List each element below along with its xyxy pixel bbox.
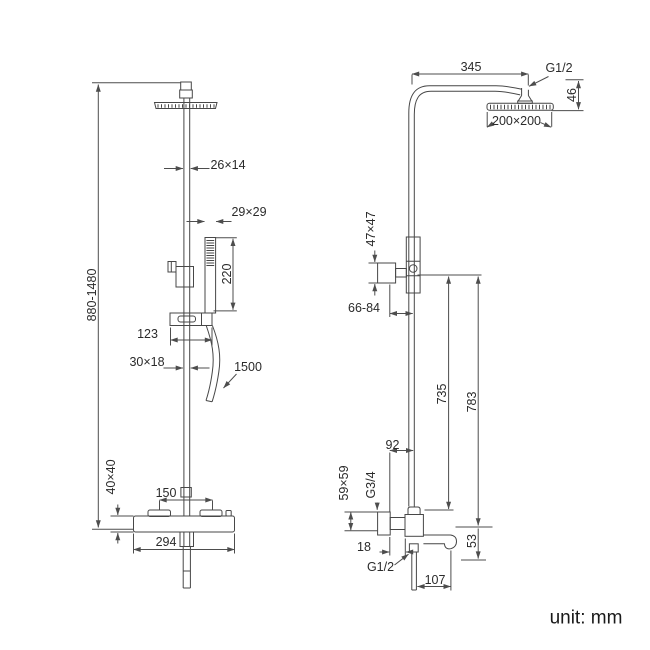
front-view-dimensions — [92, 82, 237, 554]
dim-height-range: 880-1480 — [84, 268, 99, 322]
dim-hose-length: 1500 — [234, 359, 262, 374]
dim-spout-connection: G1/2 — [366, 559, 395, 574]
dim-head-size: 200×200 — [491, 113, 542, 128]
dim-wall-clearance: 66-84 — [348, 300, 380, 315]
dim-handle-spacing: 150 — [155, 485, 177, 500]
side-view-dimensions — [344, 71, 584, 591]
dim-slide-bracket-width: 123 — [137, 326, 158, 341]
unit-note: unit: mm — [549, 607, 623, 629]
dim-inlet-connection: G3/4 — [363, 471, 378, 499]
dim-hand-shower-section: 29×29 — [231, 204, 267, 219]
dim-bracket-to-valve: 735 — [434, 383, 449, 405]
dim-arm-length: 345 — [460, 59, 482, 74]
dim-hand-shower-length: 220 — [219, 263, 234, 284]
dim-valve-body-section: 40×40 — [103, 459, 118, 495]
side-view-drawing — [377, 85, 554, 591]
dim-valve-width: 294 — [155, 534, 177, 549]
dim-head-to-spout: 783 — [464, 391, 479, 412]
dim-bracket-size: 47×47 — [363, 210, 378, 247]
dim-wall-to-pipe: 92 — [385, 437, 400, 452]
dim-top-connection: G1/2 — [545, 60, 573, 75]
dim-spout-drop: 53 — [464, 533, 479, 548]
dim-escutcheon-size: 59×59 — [336, 465, 351, 501]
dim-spout-length: 107 — [424, 572, 446, 587]
dim-lower-pipe-section: 30×18 — [129, 354, 165, 369]
front-view-drawing — [133, 81, 235, 589]
dim-upper-pipe-section: 26×14 — [210, 157, 246, 172]
dim-wall-offset: 18 — [357, 539, 371, 554]
dim-head-thickness: 46 — [564, 88, 579, 102]
